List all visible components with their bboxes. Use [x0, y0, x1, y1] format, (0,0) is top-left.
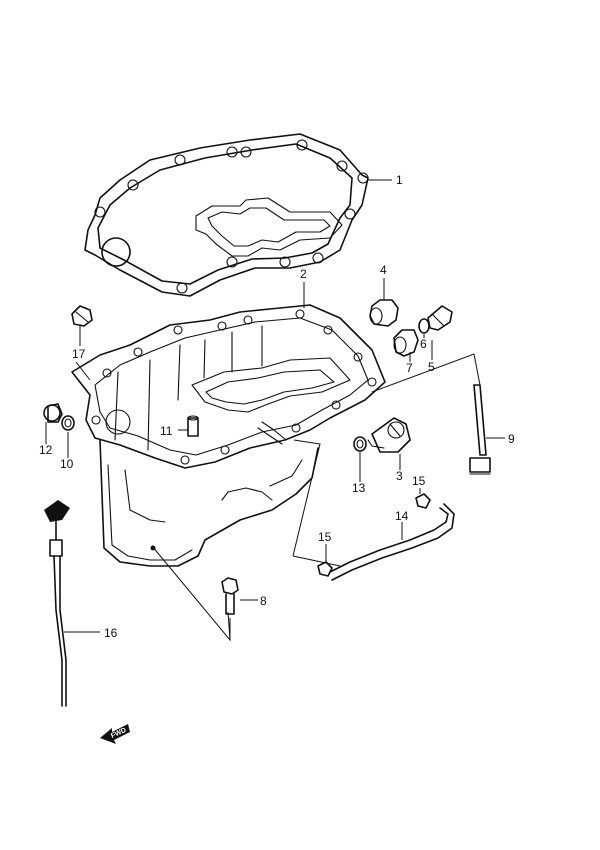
washer-part-13: [353, 436, 367, 452]
plug-part-12: [43, 403, 63, 423]
callout-11: 11: [160, 424, 173, 438]
forward-arrow-label: FWD: [110, 727, 127, 740]
callout-15-lower: 15: [318, 530, 332, 544]
callout-8: 8: [260, 594, 267, 608]
bolt-part-8: [221, 577, 239, 615]
callout-10: 10: [60, 457, 74, 471]
callout-17: 17: [72, 347, 86, 361]
hose-part-14: [329, 503, 455, 581]
callout-12: 12: [39, 443, 53, 457]
callout-9: 9: [508, 432, 515, 446]
callout-6: 6: [420, 337, 427, 351]
callout-16: 16: [104, 626, 118, 640]
clamp-part-15-upper: [415, 493, 431, 509]
oil-pan-part-2: [71, 304, 386, 567]
sleeve-part-4: [369, 299, 399, 327]
sleeve-part-7: [393, 329, 419, 357]
washer-part-6: [418, 318, 430, 334]
callout-14: 14: [395, 509, 409, 523]
callout-15-upper: 15: [412, 474, 426, 488]
gasket-part-1: [84, 133, 369, 297]
callout-2: 2: [300, 267, 307, 281]
forward-arrow-icon: FWD: [100, 724, 130, 744]
plug-part-3: [367, 417, 411, 453]
callout-1: 1: [396, 173, 403, 187]
callout-3: 3: [396, 469, 403, 483]
leader-lines: [45, 179, 505, 642]
callout-labels: 1 2 3 4 5 6 7 8 9 10 11 12 13 14 15 15 1…: [39, 173, 515, 640]
bolt-part-9: [469, 384, 491, 475]
callout-13: 13: [352, 481, 366, 495]
callout-4: 4: [380, 263, 387, 277]
dipstick-part-16: [44, 500, 70, 707]
bolt-part-5: [427, 305, 453, 331]
washer-part-10: [61, 415, 75, 431]
bolt-part-17: [71, 305, 93, 327]
pin-part-11: [187, 415, 199, 437]
callout-5: 5: [428, 360, 435, 374]
callout-7: 7: [406, 361, 413, 375]
